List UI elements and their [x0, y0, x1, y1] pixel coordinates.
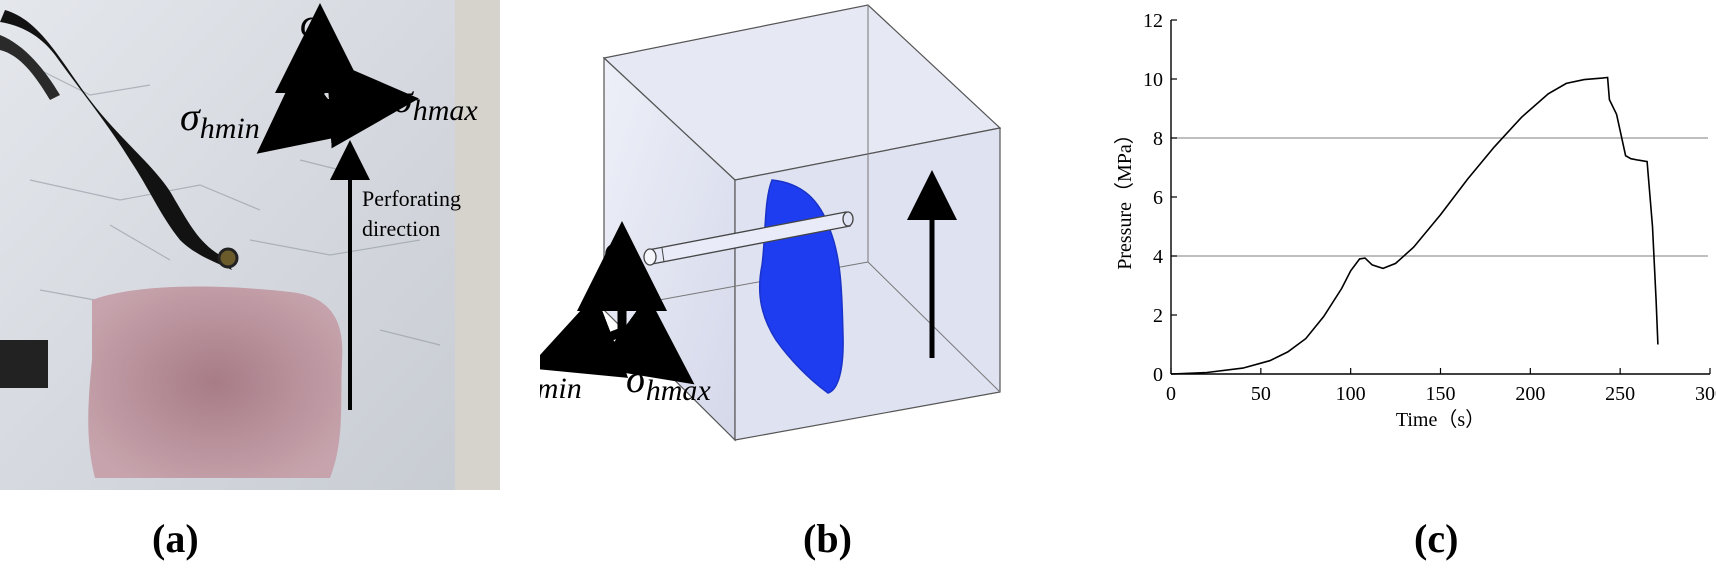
sigma-hmax-arrow-b — [595, 295, 695, 385]
y-tick-label: 4 — [1153, 246, 1163, 268]
pressure-chart: 0 50 100 150 200 250 300 0 2 4 6 8 10 12 Time（s） Pres… — [1113, 10, 1716, 431]
specimen-photo: σv σhmax σhmin Perforating direction — [0, 0, 500, 490]
y-tick-label: 0 — [1153, 364, 1163, 386]
pressure-curve — [1170, 76, 1659, 375]
label-perforating: Perforating — [362, 186, 461, 211]
label-direction: direction — [362, 216, 440, 241]
caption-a: (a) — [152, 516, 199, 561]
x-tick-label: 200 — [1515, 383, 1545, 405]
chart-ticks: 0 50 100 150 200 250 300 0 2 4 6 8 10 12 — [1143, 10, 1716, 405]
caption-b: (b) — [803, 516, 852, 561]
wellbore-hole — [217, 247, 239, 269]
chart-axes — [1170, 20, 1710, 375]
label-sigma-hmin: σhmin — [180, 94, 260, 145]
sigma-hmax-arrow — [319, 58, 419, 149]
fracture-branch — [0, 35, 60, 100]
x-tick-label: 50 — [1251, 383, 1271, 405]
fluid-stain — [88, 286, 343, 478]
label-sigma-hmin-b: σhmin — [540, 354, 582, 405]
y-tick-label: 2 — [1153, 305, 1163, 327]
sigma-hmin-arrow-b — [527, 293, 629, 378]
x-axis-label: Time（s） — [1396, 408, 1485, 431]
panel-a: σv σhmax σhmin Perforating direction — [0, 0, 500, 490]
y-tick-label: 8 — [1153, 128, 1163, 150]
fracture-trace — [0, 10, 232, 270]
chart-reference-lines — [1171, 137, 1708, 257]
y-tick-label: 10 — [1143, 69, 1163, 91]
panel-b: σv σhmin σhmax — [502, 0, 1100, 490]
x-tick-label: 250 — [1605, 383, 1635, 405]
photo-edge — [455, 0, 500, 490]
label-sigma-hmax-b: σhmax — [626, 356, 711, 407]
sigma-hmin-arrow — [256, 62, 356, 154]
cube-schematic: σv σhmin σhmax — [502, 4, 1002, 442]
y-tick-label: 12 — [1143, 10, 1163, 32]
shadow-block — [0, 340, 48, 388]
x-tick-label: 100 — [1336, 383, 1366, 405]
y-tick-label: 6 — [1153, 187, 1163, 209]
stress-axes-a — [256, 3, 419, 154]
label-sigma-hmax: σhmax — [393, 76, 478, 127]
label-sigma-v: σv — [300, 0, 334, 51]
caption-c: (c) — [1414, 516, 1459, 561]
panel-c: 0 50 100 150 200 250 300 0 2 4 6 8 10 12 Time（s） Pres… — [1095, 0, 1716, 490]
x-tick-label: 150 — [1426, 383, 1456, 405]
x-tick-label: 0 — [1166, 383, 1176, 405]
x-tick-label: 300 — [1695, 383, 1716, 405]
y-axis-label: Pressure（MPa） — [1113, 124, 1136, 270]
stress-axes-b — [527, 221, 695, 385]
label-sigma-v-b: σv — [604, 226, 638, 277]
